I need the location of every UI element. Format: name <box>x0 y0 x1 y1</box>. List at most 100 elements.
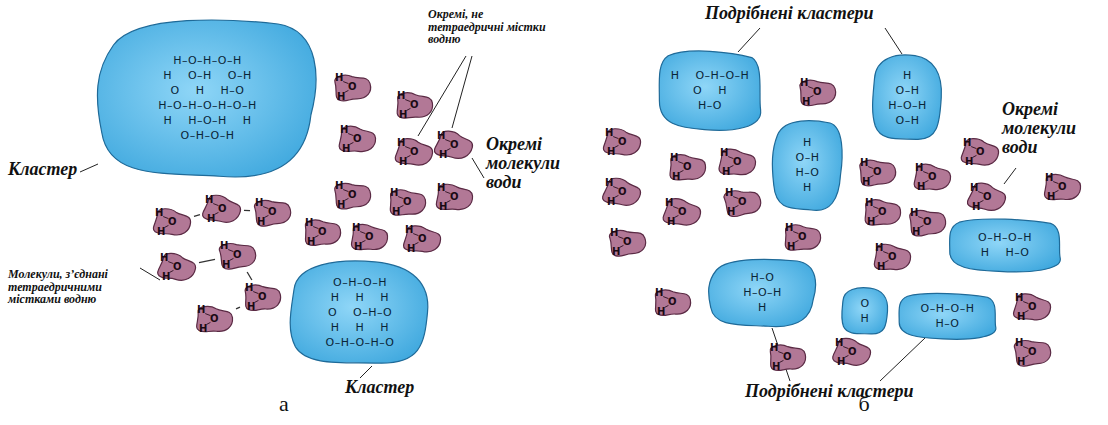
atom-symbol: O <box>353 133 362 144</box>
structure-row: H H H <box>331 290 389 305</box>
structure-row: H–O–H–O–H–O–H <box>158 98 257 113</box>
atom-symbol: H <box>205 194 213 205</box>
atom-symbol: H <box>877 261 885 272</box>
hydrogen-bridge <box>244 210 250 212</box>
water-molecule: HOH <box>720 185 764 219</box>
atom-symbol: H <box>342 143 350 154</box>
atom-symbol: O <box>418 233 427 244</box>
atom-symbol: O <box>848 346 857 357</box>
hydrogen-bridge <box>247 272 252 280</box>
water-molecule: HOH <box>905 205 949 239</box>
structure-row: H <box>903 68 912 83</box>
structure-row: H–O–H–O–H <box>173 53 242 68</box>
atom-symbol: H <box>397 137 405 148</box>
atom-symbol: H <box>607 196 615 207</box>
atom-symbol: H <box>439 201 447 212</box>
water-molecule: HOH <box>765 340 809 374</box>
leader-line <box>1004 168 1016 184</box>
callout-label: Кластер <box>345 378 445 397</box>
leader-line <box>418 56 466 136</box>
water-molecule: HOH <box>660 195 704 229</box>
atom-symbol: O <box>348 81 357 92</box>
atom-symbol: H <box>337 199 345 210</box>
panel-letter: а <box>272 392 296 415</box>
leader-line <box>80 164 98 172</box>
structure-row: O O–H–O <box>328 305 392 320</box>
atom-symbol: O <box>888 251 897 262</box>
atom-symbol: H <box>917 181 925 192</box>
atom-symbol: H <box>610 227 618 238</box>
atom-symbol: H <box>207 213 215 224</box>
water-molecule: HOH <box>400 222 444 256</box>
cluster-structure: O–H–O–HH–O <box>895 290 1000 342</box>
leader-line <box>738 28 760 52</box>
water-molecule: HOH <box>780 220 824 254</box>
atom-symbol: H <box>1045 172 1053 183</box>
atom-symbol: O <box>410 146 419 157</box>
water-molecule: HOH <box>1010 290 1054 324</box>
atom-symbol: H <box>725 187 733 198</box>
structure-row: O–H–O–H <box>921 301 975 316</box>
callout-label: Молекули, з’єднані тетраедричними містка… <box>8 268 148 306</box>
structure-row: O–H <box>896 113 920 128</box>
structure-row: O–H–O–H <box>181 128 235 143</box>
water-molecule: HOH <box>300 215 344 249</box>
atom-symbol: O <box>928 171 937 182</box>
atom-symbol: H <box>307 236 315 247</box>
structure-row: O–H–O–H <box>978 230 1032 245</box>
atom-symbol: H <box>1015 337 1023 348</box>
water-molecule: HOH <box>650 285 694 319</box>
atom-symbol: O <box>923 216 932 227</box>
atom-symbol: O <box>210 313 219 324</box>
structure-row: H–O–H <box>743 285 782 300</box>
atom-symbol: H <box>665 197 673 208</box>
atom-symbol: H <box>915 162 923 173</box>
atom-symbol: H <box>392 206 400 217</box>
leader-line <box>452 56 472 128</box>
water-molecule: HOH <box>330 178 374 212</box>
atom-symbol: O <box>618 136 627 147</box>
water-cluster: OH <box>840 285 890 337</box>
water-molecule: HOH <box>965 180 1009 214</box>
atom-symbol: H <box>399 109 407 120</box>
atom-symbol: O <box>318 226 327 237</box>
atom-symbol: H <box>727 206 735 217</box>
atom-symbol: O <box>813 86 822 97</box>
atom-symbol: H <box>1047 191 1055 202</box>
atom-symbol: H <box>970 182 978 193</box>
water-cluster: HO–HH–O–HO–H <box>870 50 945 145</box>
callout-label: Кластер <box>8 160 80 179</box>
atom-symbol: H <box>605 127 613 138</box>
atom-symbol: H <box>972 201 980 212</box>
atom-symbol: H <box>257 216 265 227</box>
water-molecule: HOH <box>385 185 429 219</box>
atom-symbol: H <box>802 96 810 107</box>
structure-row: H <box>861 311 870 326</box>
leader-line <box>885 28 902 54</box>
callout-label: Окремі молекули води <box>1002 100 1102 157</box>
atom-symbol: H <box>399 156 407 167</box>
atom-symbol: O <box>450 191 459 202</box>
atom-symbol: H <box>222 259 230 270</box>
atom-symbol: H <box>670 152 678 163</box>
atom-symbol: H <box>912 226 920 237</box>
cluster-outline <box>870 50 945 145</box>
atom-symbol: H <box>1017 356 1025 367</box>
atom-symbol: H <box>667 216 675 227</box>
cluster-outline <box>840 285 890 337</box>
atom-symbol: H <box>397 90 405 101</box>
structure-row: H H–O <box>981 245 1030 260</box>
structure-row: O <box>860 296 869 311</box>
atom-symbol: H <box>770 342 778 353</box>
water-molecule: HOH <box>600 175 644 209</box>
atom-symbol: H <box>340 124 348 135</box>
hydrogen-bridge <box>194 215 200 217</box>
water-molecule: HOH <box>715 145 759 179</box>
water-molecule: HOH <box>1010 335 1054 369</box>
structure-row: H–O <box>936 316 960 331</box>
structure-row: O–H <box>896 83 920 98</box>
structure-row: H O–H–O–H <box>671 68 750 83</box>
structure-row: H <box>803 180 812 195</box>
atom-symbol: H <box>785 222 793 233</box>
atom-symbol: H <box>305 217 313 228</box>
